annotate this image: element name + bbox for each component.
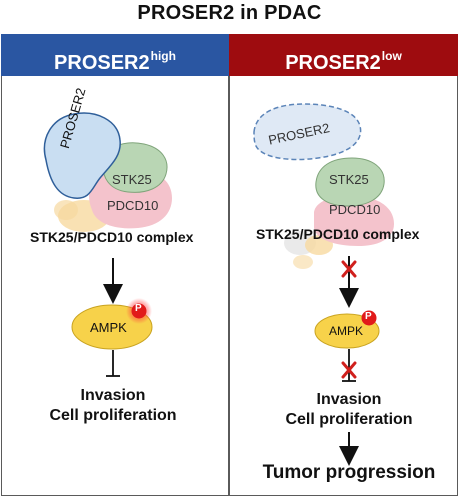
panel-proser2-high: PROSER2high <box>1 34 229 496</box>
right-outcome-invasion: Invasion <box>316 391 382 408</box>
right-pdcd10-label: PDCD10 <box>329 202 381 217</box>
left-phospho-dot <box>131 303 147 319</box>
right-pdcd10-shape <box>314 195 394 246</box>
panel-header-high: PROSER2high <box>1 34 229 76</box>
header-high-main: PROSER2 <box>54 52 150 74</box>
header-low-main: PROSER2 <box>285 52 381 74</box>
left-outcome-invasion: Invasion <box>80 387 146 404</box>
panel-header-low: PROSER2low <box>229 34 458 76</box>
header-high-sup: high <box>150 49 176 63</box>
left-proser2-shape <box>43 112 121 199</box>
right-complex-label: STK25/PDCD10 complex <box>256 226 420 242</box>
right-stk25-label: STK25 <box>329 172 369 187</box>
left-orange-subunit-2 <box>54 200 78 220</box>
right-proser2-shape <box>253 103 362 161</box>
right-protein-complex <box>253 103 394 269</box>
left-ampk-label: AMPK <box>90 320 127 335</box>
figure-title: PROSER2 in PDAC <box>137 2 322 24</box>
left-outcome-proliferation: Cell proliferation <box>49 407 177 424</box>
right-block-x-1 <box>341 260 357 278</box>
right-phospho-dot <box>361 310 377 326</box>
left-protein-complex <box>43 112 172 232</box>
right-phospho-label: P <box>365 311 372 322</box>
right-stk25-shape <box>315 157 385 207</box>
right-orange-subunit-2 <box>293 255 313 269</box>
header-low-sup: low <box>381 49 402 63</box>
left-stk25-label: STK25 <box>112 172 152 187</box>
right-outcome-proliferation: Cell proliferation <box>285 411 413 428</box>
right-ampk-label: AMPK <box>329 324 364 338</box>
left-complex-label: STK25/PDCD10 complex <box>30 229 194 245</box>
right-final-outcome: Tumor progression <box>262 462 436 483</box>
left-pdcd10-label: PDCD10 <box>107 198 159 213</box>
right-block-x-2 <box>341 361 357 379</box>
left-phospho-label: P <box>135 303 142 314</box>
left-stk25-shape <box>102 142 168 193</box>
